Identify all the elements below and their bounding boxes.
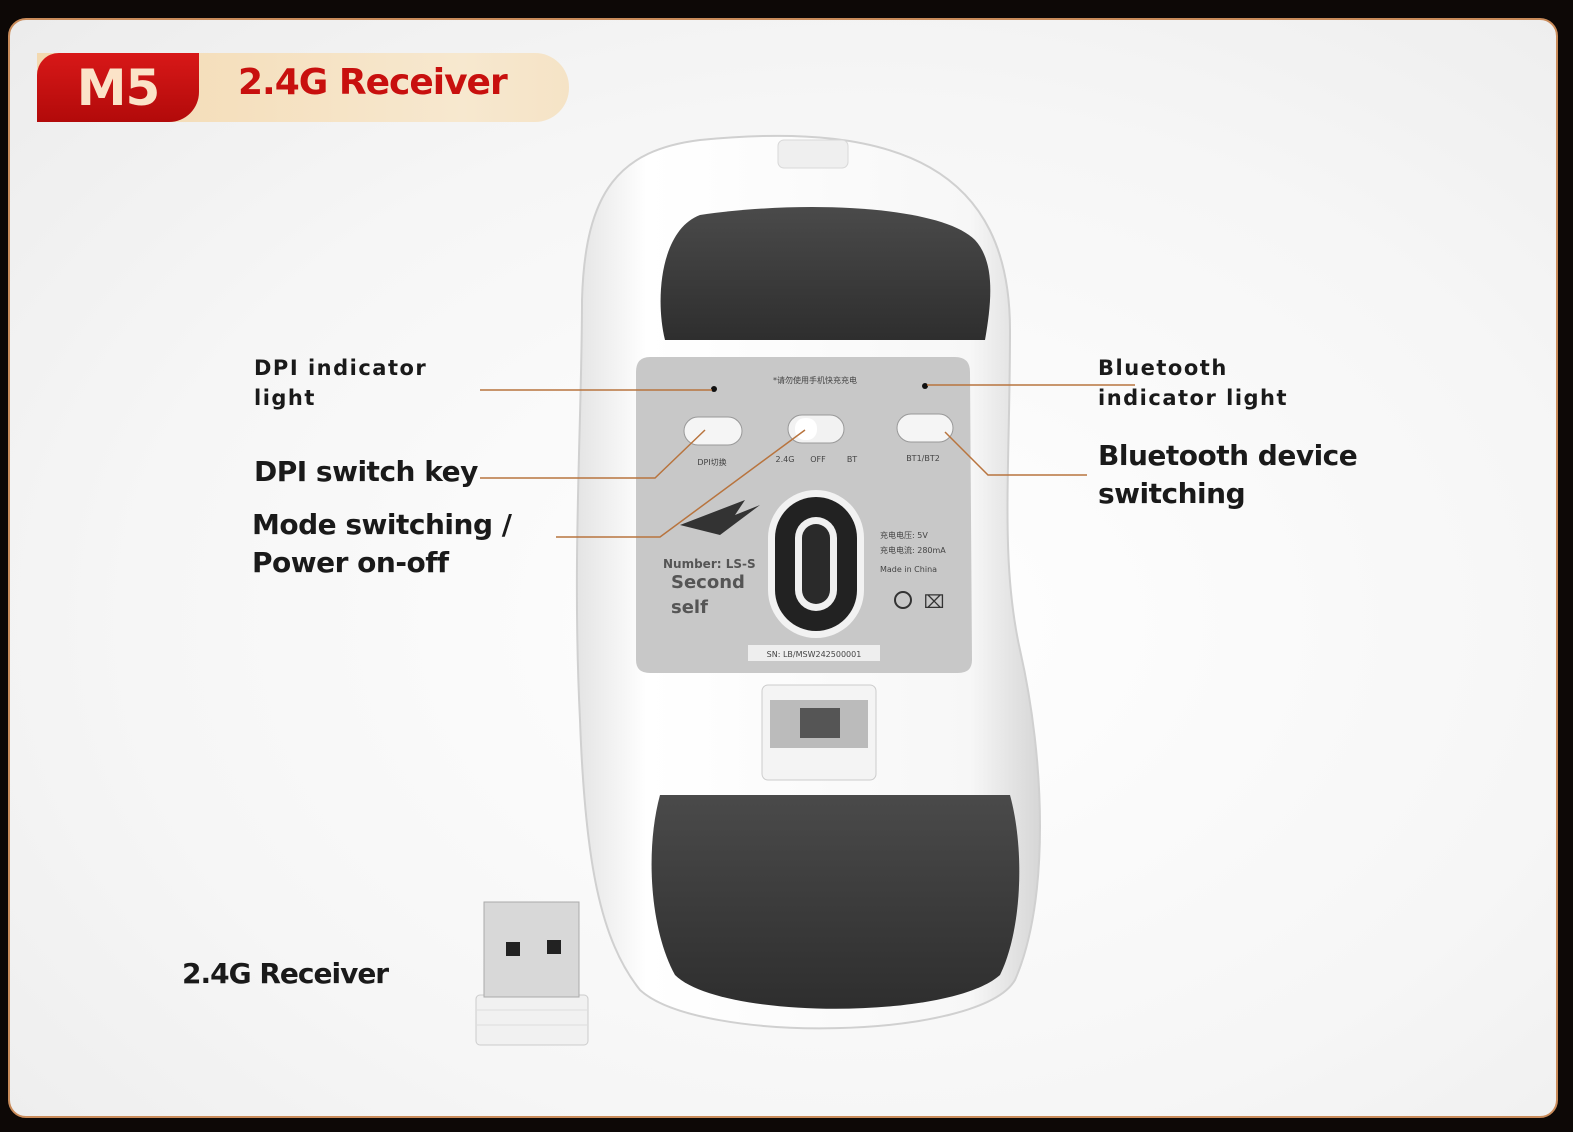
header-title: 2.4G Receiver bbox=[238, 62, 508, 103]
sn-sticker bbox=[748, 645, 880, 661]
plate-text: SN: LB/MSW242500001 bbox=[767, 650, 862, 659]
model-badge: M5 bbox=[37, 53, 199, 122]
plate-text: DPI切换 bbox=[697, 457, 726, 467]
bottom-glide-pad bbox=[651, 795, 1020, 1009]
bt-indicator-led bbox=[922, 383, 928, 389]
leader-lines bbox=[480, 384, 1135, 538]
plate-text: BT bbox=[847, 455, 857, 464]
mouse-detail bbox=[944, 431, 1087, 476]
mouse-detail bbox=[480, 429, 706, 479]
bt-switch-key bbox=[896, 413, 954, 443]
plate-text: Second bbox=[671, 572, 745, 593]
dpi-switch-key bbox=[683, 416, 743, 446]
plate-text: 充电电压: 5V bbox=[880, 530, 928, 540]
plate-text: BT1/BT2 bbox=[906, 454, 940, 463]
mode-switch-knob bbox=[795, 418, 817, 440]
plate-text: Number: LS-S bbox=[663, 557, 756, 571]
plate-text: 充电电流: 280mA bbox=[880, 545, 946, 555]
mouse-detail bbox=[556, 429, 806, 538]
plate-text: Made in China bbox=[880, 565, 937, 574]
plate-text: OFF bbox=[810, 455, 826, 464]
usb-receiver-dongle bbox=[475, 901, 589, 1046]
sensor-lens bbox=[802, 524, 830, 604]
plate-warning: *请勿使用手机快充充电 bbox=[773, 375, 857, 385]
mouse-detail bbox=[475, 994, 589, 1046]
mouse-detail bbox=[547, 940, 561, 954]
slot-latch bbox=[800, 708, 840, 738]
top-glide-pad bbox=[660, 207, 991, 340]
mouse-detail bbox=[506, 942, 520, 956]
certification-icon bbox=[894, 591, 912, 609]
dpi-indicator-led bbox=[711, 386, 717, 392]
scroll-notch bbox=[777, 139, 849, 169]
recycle-bin-icon: ⌧ bbox=[924, 592, 945, 613]
plate-text: self bbox=[671, 597, 708, 618]
mouse-detail bbox=[483, 901, 580, 998]
callout-dpi-switch-key: DPI switch key bbox=[254, 455, 478, 488]
brand-logo bbox=[680, 500, 760, 535]
callout-receiver: 2.4G Receiver bbox=[182, 957, 389, 990]
callout-mode-switching: Mode switching /Power on-off bbox=[252, 508, 512, 579]
plate-text: 2.4G bbox=[776, 455, 795, 464]
